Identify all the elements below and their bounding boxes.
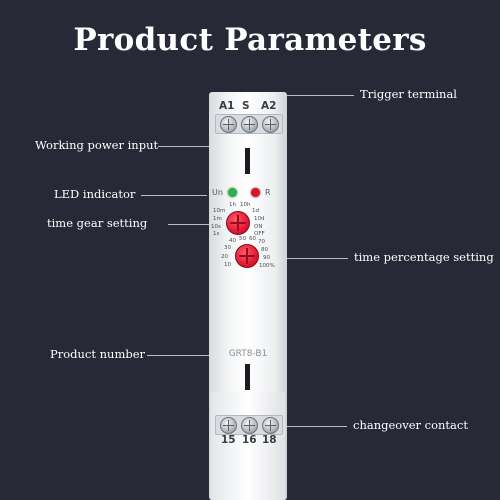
gear-scale-label: 1h — [229, 202, 236, 208]
led-r-label: R — [265, 188, 271, 197]
gear-scale-label: 1m — [213, 216, 222, 222]
percent-scale-label: 40 — [229, 238, 236, 244]
trigger-terminal-label: Trigger terminal — [360, 87, 457, 101]
led-un-label: Un — [212, 188, 223, 197]
terminal-label-s: S — [242, 100, 250, 112]
time-percentage-setting-label: time percentage setting — [354, 250, 494, 264]
time-relay-device: A1 S A2 Un R 1h 10h 10m 1d 1m 10d 10s ON… — [207, 92, 289, 500]
gear-scale-label: OFF — [254, 231, 265, 237]
time-gear-dial[interactable] — [226, 211, 250, 235]
product-number-label: Product number — [50, 347, 146, 361]
time-percentage-setting-leader-line — [258, 258, 348, 259]
changeover-contact-leader-line — [275, 426, 347, 427]
percent-scale-label: 70 — [258, 239, 265, 245]
screw-icon[interactable] — [220, 417, 237, 434]
gear-scale-label: 10h — [240, 202, 251, 208]
terminal-label-a1: A1 — [219, 100, 235, 112]
red-led-icon — [251, 188, 260, 197]
gear-scale-label: 10s — [211, 224, 221, 230]
terminal-label-a2: A2 — [261, 100, 277, 112]
terminal-label-15: 15 — [221, 434, 236, 446]
percent-scale-label: 10 — [224, 262, 231, 268]
bottom-terminal-block — [215, 415, 283, 435]
terminal-label-18: 18 — [262, 434, 277, 446]
percent-scale-label: 50 — [239, 236, 246, 242]
top-slot — [245, 148, 250, 174]
gear-scale-label: 1d — [252, 208, 259, 214]
percent-scale-label: 60 — [249, 236, 256, 242]
gear-scale-label: 10m — [213, 208, 226, 214]
time-gear-setting-leader-line — [168, 224, 220, 225]
page-title: Product Parameters — [73, 22, 427, 58]
working-power-input-leader-line — [158, 146, 214, 147]
gear-scale-label: 1s — [213, 231, 220, 237]
screw-icon[interactable] — [262, 116, 279, 133]
screw-icon[interactable] — [241, 417, 258, 434]
top-terminal-block — [215, 114, 283, 134]
percent-scale-label: 90 — [263, 255, 270, 261]
bottom-slot — [245, 364, 250, 390]
percent-scale-label: 100% — [259, 263, 275, 269]
green-led-icon — [228, 188, 237, 197]
led-indicator-label: LED indicator — [54, 187, 136, 201]
trigger-terminal-leader-line — [268, 95, 354, 96]
screw-icon[interactable] — [262, 417, 279, 434]
lower-housing — [211, 392, 285, 500]
percent-scale-label: 20 — [221, 254, 228, 260]
percent-scale-label: 80 — [261, 247, 268, 253]
percent-scale-label: 30 — [224, 245, 231, 251]
led-indicator-leader-line — [141, 195, 207, 196]
time-gear-setting-label: time gear setting — [47, 216, 148, 230]
product-model-number: GRT8-B1 — [228, 349, 268, 359]
product-number-leader-line — [147, 355, 211, 356]
screw-icon[interactable] — [220, 116, 237, 133]
gear-scale-label: ON — [254, 224, 263, 230]
gear-scale-label: 10d — [254, 216, 265, 222]
screw-icon[interactable] — [241, 116, 258, 133]
terminal-label-16: 16 — [242, 434, 257, 446]
time-percentage-dial[interactable] — [235, 244, 259, 268]
working-power-input-label: Working power input — [35, 138, 159, 152]
changeover-contact-label: changeover contact — [353, 418, 468, 432]
